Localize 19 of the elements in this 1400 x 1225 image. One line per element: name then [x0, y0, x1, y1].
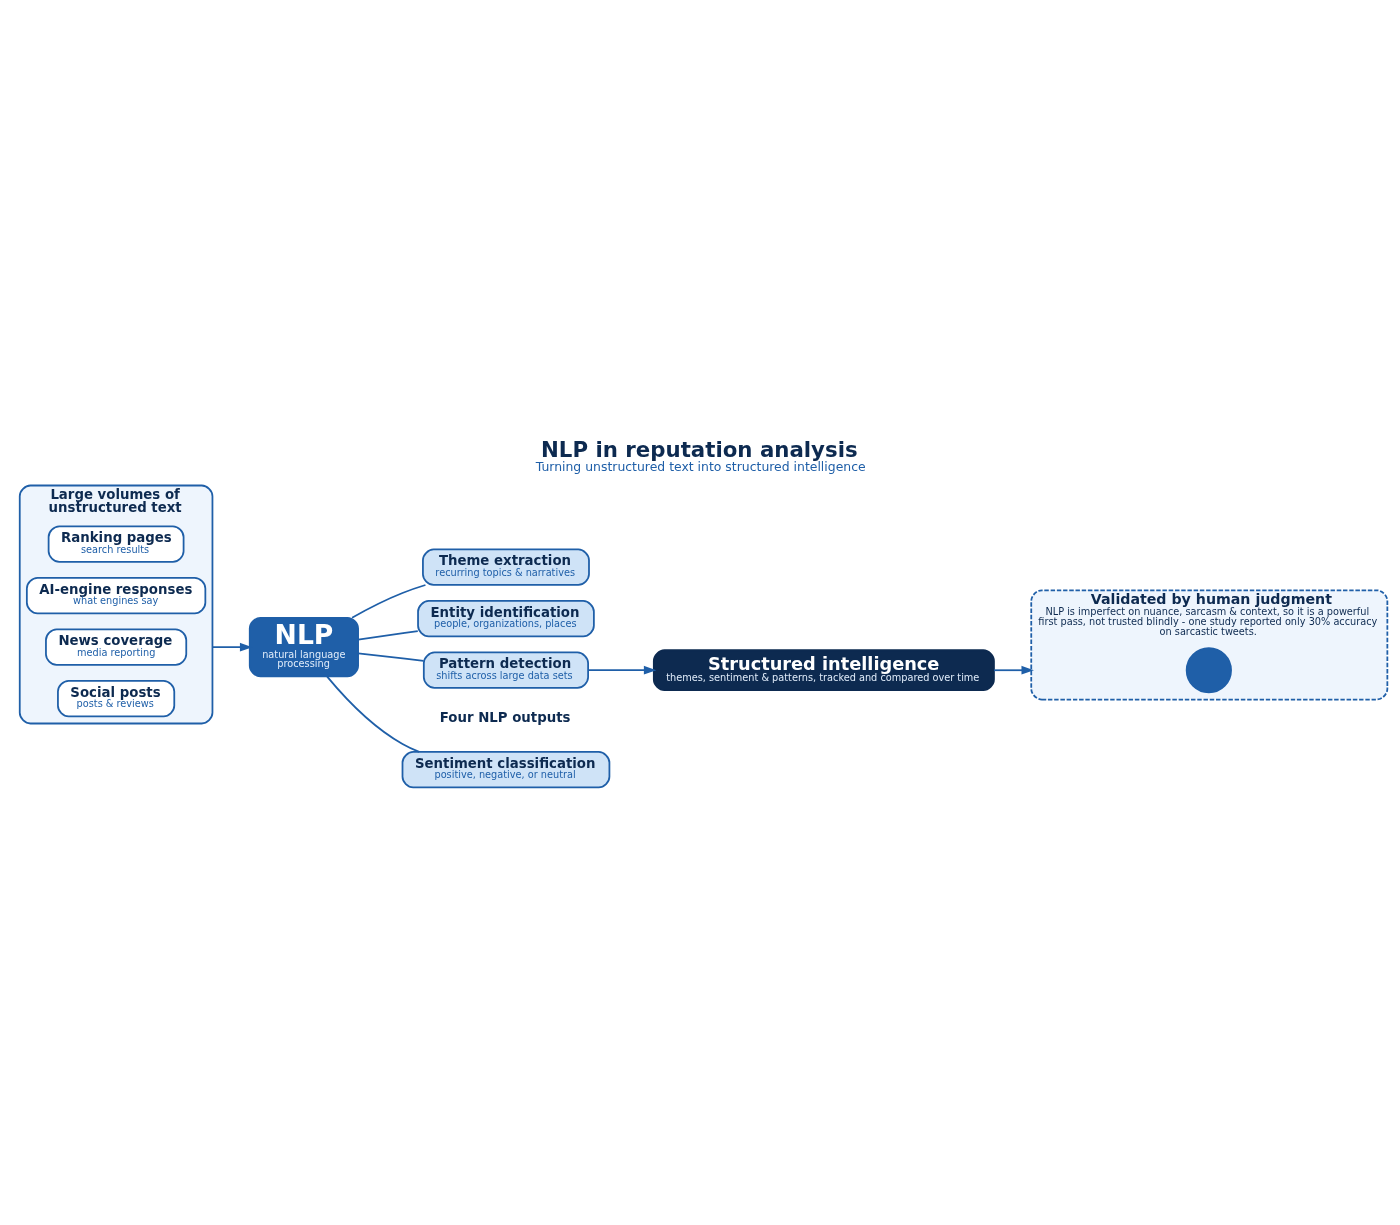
connector: [357, 630, 419, 641]
node-box: Pattern detection shifts across large data sets: [422, 651, 589, 689]
arrow: [993, 665, 1034, 675]
connector: [357, 652, 425, 662]
node-box: AI-engine responses what engines say: [25, 577, 207, 615]
node-box: News coverage media reporting: [45, 628, 188, 666]
connector: [326, 675, 421, 753]
cluster: Validated by human judgment NLP is imperfect on nuance, sarcasm & context, so it is a powerful first pass, not trusted blindly - one study reported only 30% accuracy on sarcastic tweets.: [1030, 589, 1389, 701]
node-person: [1185, 647, 1232, 694]
node-box: Structured intelligence themes, sentiment & patterns, tracked and compared over time: [652, 649, 995, 692]
node-box: NLP natural language processing: [248, 616, 359, 678]
node-box: Entity identification people, organizations, places: [417, 600, 595, 638]
node-box: Theme extraction recurring topics & narratives: [422, 548, 590, 586]
node-box: Social posts posts & reviews: [57, 680, 176, 718]
arrow: [587, 665, 657, 675]
connector: [351, 584, 427, 619]
node-box: Ranking pages search results: [47, 525, 185, 563]
label: Four NLP outputs: [439, 710, 571, 726]
node-box: Sentiment classification positive, negative, or neutral: [401, 751, 611, 789]
